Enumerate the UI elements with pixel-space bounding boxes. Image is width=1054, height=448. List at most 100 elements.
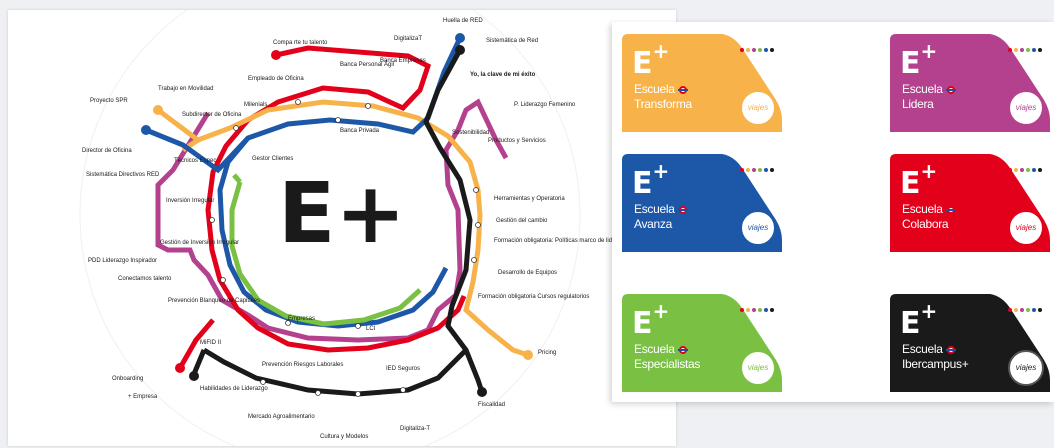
label-director: Director de Oficina — [82, 148, 132, 154]
metro-icon — [677, 85, 688, 94]
label-tecnicos: Técnicos Espec. — [174, 158, 218, 164]
card-line1: Escuela — [902, 82, 943, 96]
green-line-end — [232, 173, 242, 184]
label-empresa-plus: + Empresa — [128, 394, 158, 400]
terminal-dot — [189, 371, 199, 381]
dot — [1014, 308, 1018, 312]
dot — [764, 48, 768, 52]
card-line2: Avanza — [634, 217, 673, 231]
card-dots — [740, 48, 774, 52]
label-mercado: Mercado Agroalimentario — [248, 414, 315, 420]
label-cultura: Cultura y Modelos — [320, 434, 368, 440]
badge-icon: viajes — [1008, 210, 1044, 246]
dot — [1014, 168, 1018, 172]
dot — [740, 308, 744, 312]
dot — [770, 308, 774, 312]
label-formacion-cursos: Formación obligatoria Cursos regulatorio… — [478, 294, 589, 300]
dot — [1014, 48, 1018, 52]
terminal-dot — [455, 33, 465, 43]
card-dots — [1008, 48, 1042, 52]
label-proyecto-spr: Proyecto SPR — [90, 98, 128, 104]
label-gestor: Gestor Clientes — [252, 156, 293, 162]
label-empleado: Empleado de Oficina — [248, 76, 304, 82]
dot — [1032, 308, 1036, 312]
label-prevencion-blanqueo: Prevención Blanqueo de Capitales — [168, 298, 260, 304]
background-ring — [79, 10, 581, 446]
terminal-dot — [477, 387, 487, 397]
card-line1: Escuela — [634, 202, 675, 216]
card-line2: Colabora — [902, 217, 949, 231]
dot — [752, 308, 756, 312]
label-pricing: Pricing — [538, 350, 556, 356]
label-banca-empresas: Banca Empresas — [380, 58, 426, 64]
dot — [752, 168, 756, 172]
badge-icon: viajes — [740, 350, 776, 386]
label-conectamos: Conectamos talento — [118, 276, 172, 282]
label-pdd: PDD Liderazgo Inspirador — [88, 258, 157, 264]
dot — [770, 168, 774, 172]
label-liderazgo-fem: P. Liderazgo Femenino — [514, 102, 576, 108]
card-logo: E+ — [632, 299, 670, 341]
black-line — [423, 48, 485, 393]
label-banca-privada: Banca Privada — [340, 128, 380, 134]
label-desarrollo: Desarrollo de Equipos — [498, 270, 557, 276]
dot — [758, 168, 762, 172]
card-dots — [740, 308, 774, 312]
dot — [740, 168, 744, 172]
metro-icon — [945, 205, 956, 214]
label-prevencion-riesgos: Prevención Riesgos Laborales — [262, 362, 343, 368]
terminal-dot — [523, 350, 533, 360]
dot — [758, 48, 762, 52]
card-dots — [740, 168, 774, 172]
card-line1: Escuela — [634, 82, 675, 96]
dot — [1008, 168, 1012, 172]
terminal-dot — [175, 363, 185, 373]
dot — [1038, 308, 1042, 312]
blue-line-ring — [217, 136, 449, 329]
dot — [1020, 48, 1024, 52]
label-formacion-pol: Formación obligatoria: Políticas marco d… — [494, 238, 631, 244]
terminal-dot — [141, 125, 151, 135]
label-milenials: Milenials — [244, 102, 267, 108]
dot — [1020, 168, 1024, 172]
label-lci: LCI — [366, 326, 376, 332]
card-line2: Especialistas — [634, 357, 701, 371]
label-sistematica: Sistemática de Red — [486, 38, 538, 44]
dot — [1026, 48, 1030, 52]
dot — [1038, 48, 1042, 52]
card-line1: Escuela — [902, 342, 943, 356]
label-digitaliza-t: Digitaliza-T — [400, 426, 430, 432]
red-line-branch — [177, 318, 215, 370]
card-line2: Lidera — [902, 97, 934, 111]
label-subdirector: Subdirector de Oficina — [182, 112, 242, 118]
yellow-line — [156, 99, 529, 358]
label-fiscalidad: Fiscalidad — [478, 402, 505, 408]
metro-icon — [945, 85, 956, 94]
dot — [1008, 48, 1012, 52]
dot — [1026, 308, 1030, 312]
label-yo-clave: Yo, la clave de mi éxito — [470, 72, 536, 78]
black-line-end — [191, 349, 207, 375]
label-digitaliza: DigitalizaT — [394, 36, 422, 42]
dot — [770, 48, 774, 52]
dot — [1008, 308, 1012, 312]
label-habilidades: Habilidades de Liderazgo — [200, 386, 268, 392]
center-logo: E+ — [278, 164, 406, 262]
card-logo: E+ — [900, 39, 938, 81]
metro-map-panel: E+ Compa rte tu talento DigitalizaT Huel… — [8, 10, 676, 446]
label-gestion-cambio: Gestión del cambio — [496, 218, 548, 224]
dot — [758, 308, 762, 312]
dot — [752, 48, 756, 52]
dot — [1032, 48, 1036, 52]
dot — [740, 48, 744, 52]
